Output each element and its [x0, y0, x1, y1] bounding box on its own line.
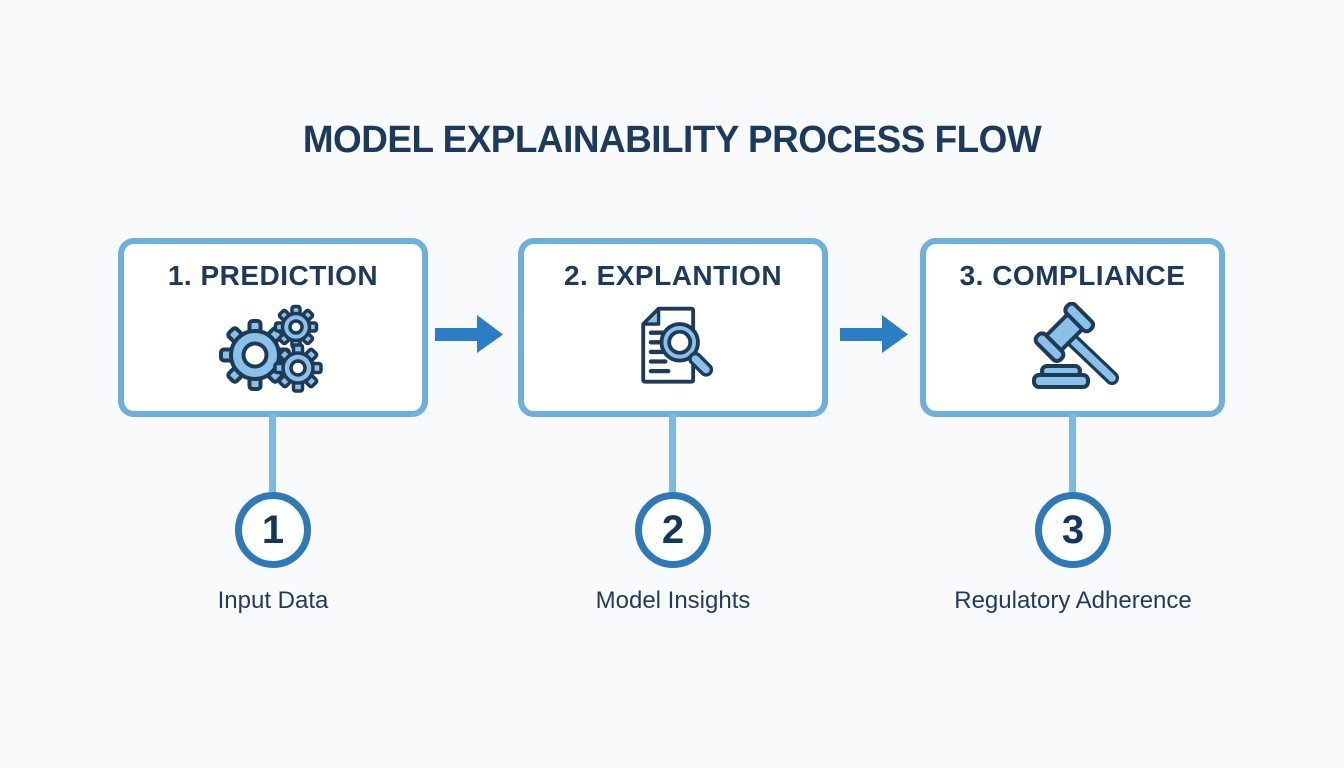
- step-number-badge: 1: [235, 492, 311, 568]
- document-magnifier-icon: [623, 292, 723, 411]
- page-title: MODEL EXPLAINABILITY PROCESS FLOW: [302, 119, 1042, 161]
- gavel-icon: [1018, 292, 1128, 411]
- step-box-title: 3. COMPLIANCE: [959, 260, 1186, 291]
- step-number-badge: 2: [635, 492, 711, 568]
- step-number-badge: 3: [1035, 492, 1111, 568]
- connector-line: [1069, 414, 1076, 492]
- connector-line: [269, 414, 276, 492]
- step-box-title: 2. EXPLANTION: [563, 260, 783, 291]
- step-box-compliance: 3. COMPLIANCE: [920, 238, 1225, 417]
- step-caption: Regulatory Adherence: [954, 587, 1192, 614]
- flow-arrow-icon: [840, 315, 908, 353]
- step-box-title: 1. PREDICTION: [167, 260, 379, 291]
- connector-line: [669, 414, 676, 492]
- step-box-explanation: 2. EXPLANTION: [518, 238, 828, 417]
- flow-arrow-icon: [435, 315, 503, 353]
- step-caption: Model Insights: [595, 587, 751, 614]
- step-caption: Input Data: [217, 587, 329, 614]
- step-box-prediction: 1. PREDICTION: [118, 238, 428, 417]
- gears-icon: [218, 292, 328, 411]
